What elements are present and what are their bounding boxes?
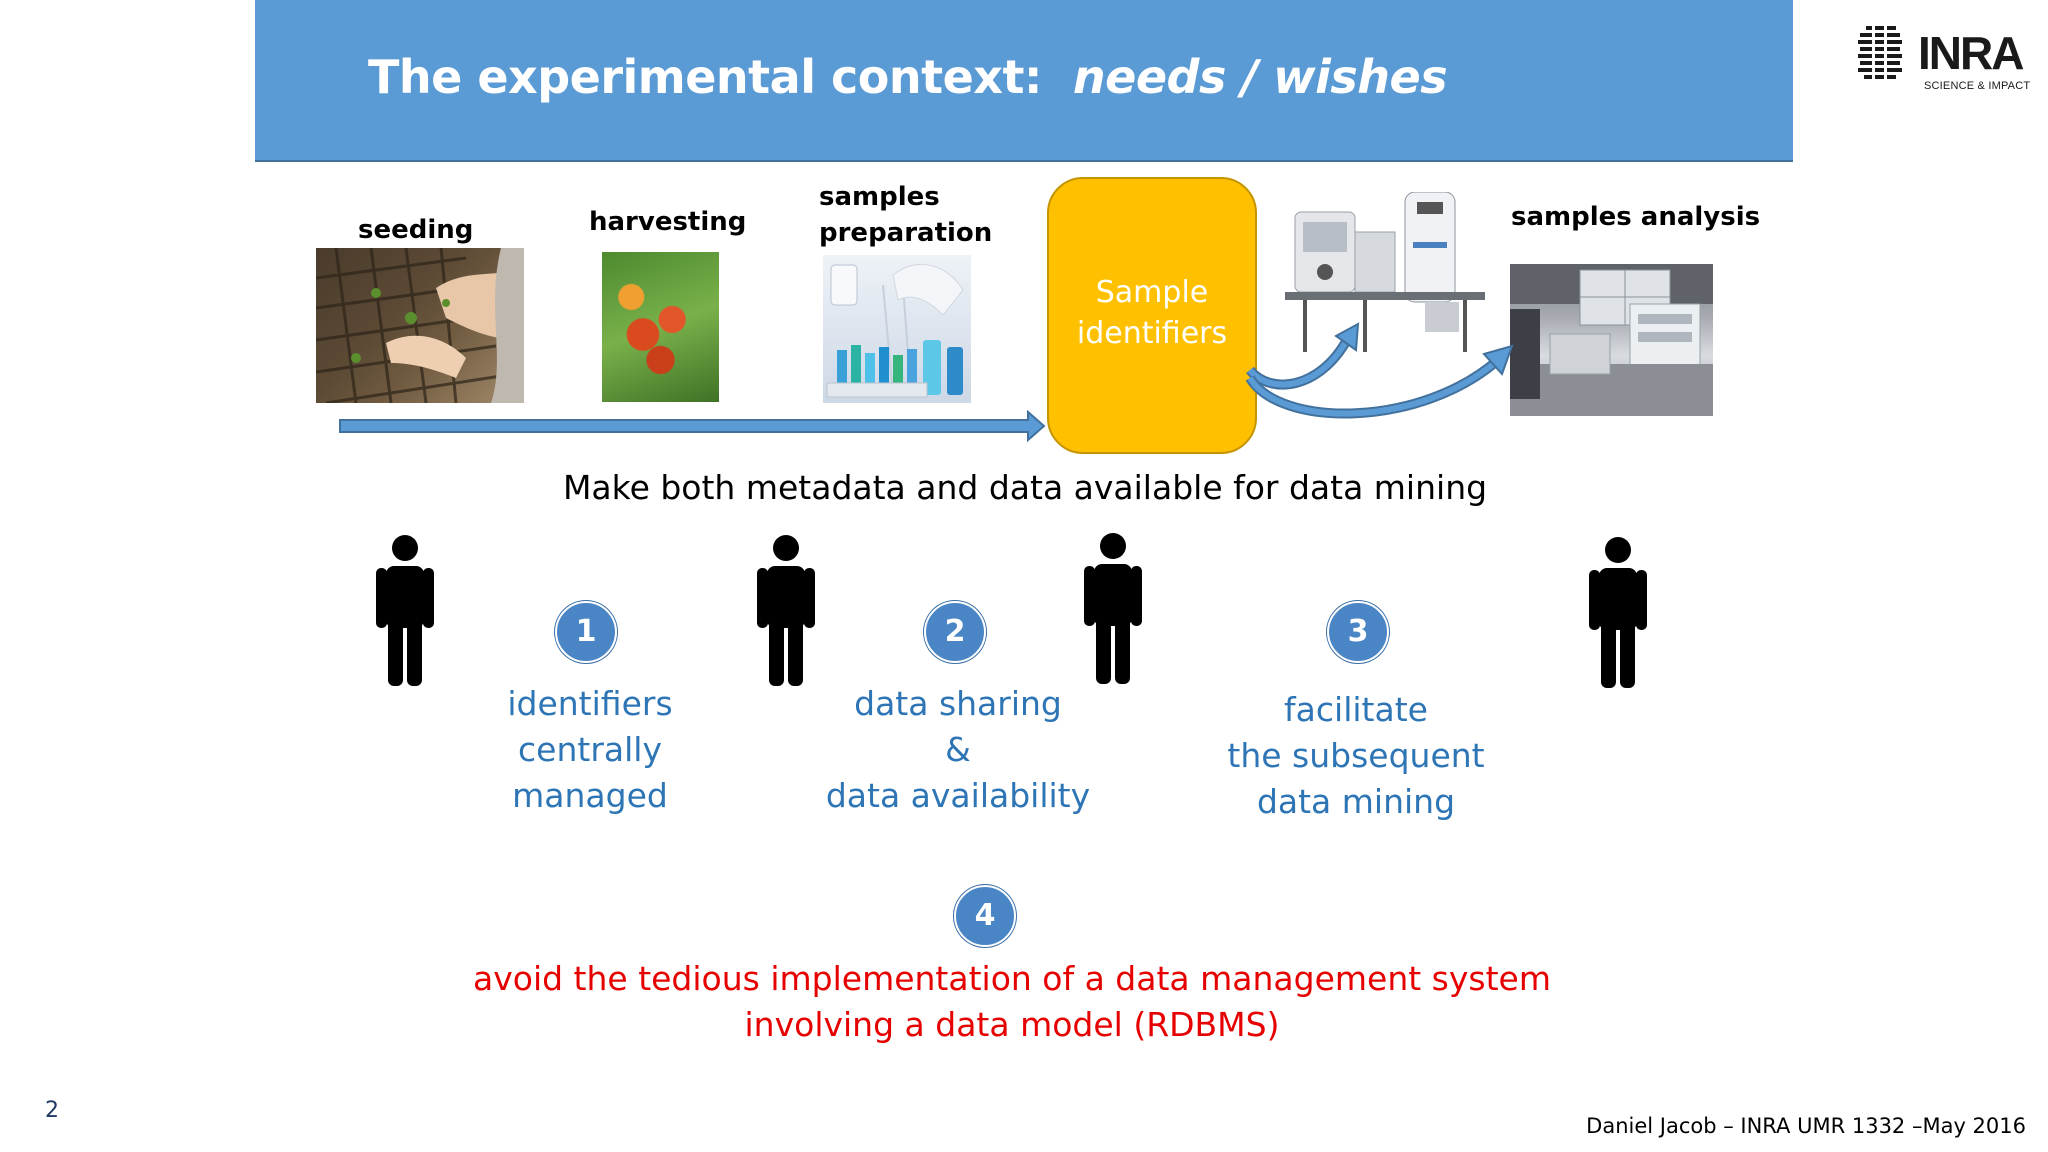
need-2-text: data sharing & data availability xyxy=(783,681,1133,819)
sample-identifiers-box xyxy=(1047,177,1257,454)
person-icon xyxy=(757,535,815,686)
need-1-text: identifiers centrally managed xyxy=(440,681,740,819)
curved-arrow-to-analysis-icon xyxy=(1245,344,1514,419)
goal-statement: Make both metadata and data available fo… xyxy=(562,468,1488,507)
need-2-badge: 2 xyxy=(924,601,986,663)
need-3-line-3: data mining xyxy=(1256,782,1456,821)
seeding-photo xyxy=(316,248,524,403)
need-2-line-2: & xyxy=(945,730,971,769)
title-banner xyxy=(255,0,1793,162)
slide-title: The experimental context: needs / wishes xyxy=(368,50,1448,104)
logo-wordmark: INRA xyxy=(1918,27,2024,79)
sample-identifiers-line2: identifiers xyxy=(1076,316,1228,351)
footer-credit: Daniel Jacob – INRA UMR 1332 –May 2016 xyxy=(1586,1114,2026,1138)
step-label-samples-preparation-1: samples xyxy=(819,182,940,212)
harvesting-tomatoes-photo xyxy=(602,252,719,402)
need-3-text: facilitate the subsequent data mining xyxy=(1186,687,1526,825)
person-icon xyxy=(376,535,434,686)
need-4-line-2: involving a data model (RDBMS) xyxy=(744,1005,1280,1044)
need-4-line-1: avoid the tedious implementation of a da… xyxy=(473,959,1551,998)
inra-logo-icon xyxy=(1858,24,1902,84)
title-plain-text: The experimental context: xyxy=(368,50,1042,104)
need-2-line-3: data availability xyxy=(825,776,1091,815)
need-4-badge: 4 xyxy=(954,885,1016,947)
sample-identifiers-label: Sample identifiers xyxy=(1047,272,1257,354)
instruments-photo xyxy=(1285,192,1485,352)
person-icon xyxy=(1084,533,1142,684)
need-3-line-1: facilitate xyxy=(1284,690,1428,729)
sample-identifiers-line1: Sample xyxy=(1095,275,1209,310)
samples-analysis-photo xyxy=(1510,264,1713,416)
step-label-samples-preparation-2: preparation xyxy=(819,218,993,248)
workflow-arrow-icon xyxy=(339,409,1046,443)
step-label-seeding: seeding xyxy=(358,215,474,245)
need-1-badge: 1 xyxy=(555,601,617,663)
need-1-line-2: centrally xyxy=(518,730,662,769)
need-4-text: avoid the tedious implementation of a da… xyxy=(412,956,1612,1048)
need-1-line-1: identifiers xyxy=(507,684,673,723)
logo-tagline: SCIENCE & IMPACT xyxy=(1924,80,2031,92)
samples-preparation-photo xyxy=(823,255,971,403)
title-italic-text: needs / wishes xyxy=(1072,50,1448,104)
step-label-samples-analysis: samples analysis xyxy=(1511,202,1761,232)
need-2-line-1: data sharing xyxy=(854,684,1062,723)
slide-number: 2 xyxy=(45,1098,59,1123)
curved-arrow-to-instruments-icon xyxy=(1246,322,1360,390)
need-3-line-2: the subsequent xyxy=(1227,736,1485,775)
need-3-badge: 3 xyxy=(1327,601,1389,663)
person-icon xyxy=(1589,537,1647,688)
need-1-line-3: managed xyxy=(512,776,668,815)
step-label-harvesting: harvesting xyxy=(589,207,747,237)
